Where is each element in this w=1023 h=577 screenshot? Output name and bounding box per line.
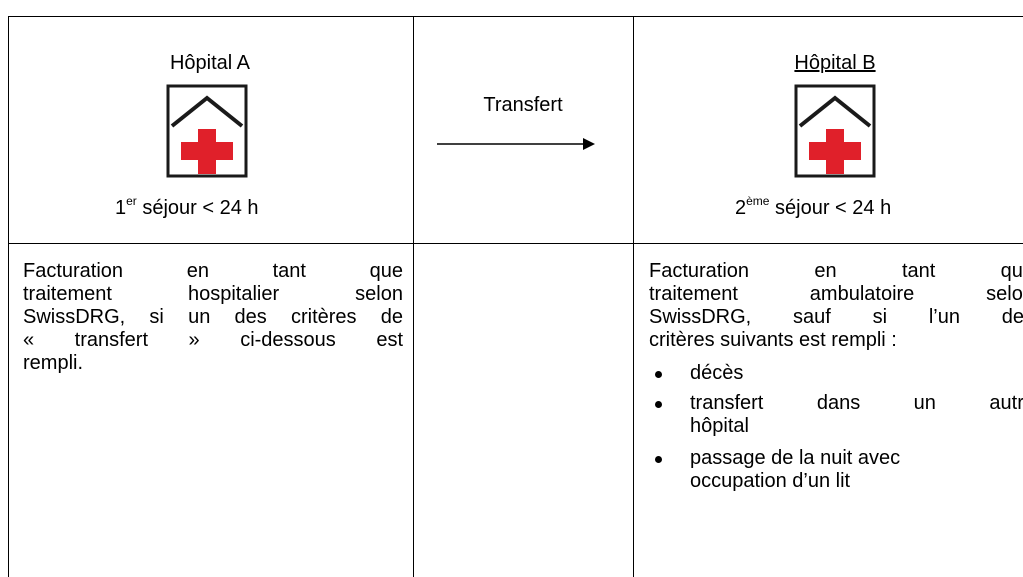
transfer-label: Transfert	[483, 94, 563, 116]
billing-b-line: SwissDRG, sauf si l’un des	[649, 306, 1023, 328]
billing-b-line: Facturation en tant que	[649, 260, 1023, 282]
hospital-a-stay: 1er séjour < 24 h	[115, 194, 259, 219]
table-border-top	[8, 16, 1023, 17]
bullet-icon	[655, 371, 662, 378]
column-divider-1	[413, 16, 414, 577]
bullet-icon	[655, 401, 662, 408]
hospital-icon	[794, 84, 876, 178]
arrow-right-icon	[437, 138, 595, 150]
billing-a-line: « transfert » ci-dessous est	[23, 329, 403, 351]
criterion-text-continued: hôpital	[690, 415, 749, 437]
hospital-b-title: Hôpital B	[794, 52, 876, 74]
billing-a-line: SwissDRG, si un des critères de	[23, 306, 403, 328]
list-item: décès	[645, 362, 1023, 385]
criteria-list: décès transfert dans un autre hôpital pa…	[645, 362, 1023, 500]
criterion-text: passage de la nuit avec	[690, 447, 901, 469]
criterion-text-continued: occupation d’un lit	[690, 470, 851, 492]
criterion-text: décès	[690, 362, 744, 384]
billing-b-line: traitement ambulatoire selon	[649, 283, 1023, 305]
table-border-left	[8, 16, 9, 577]
hospital-b-stay: 2ème séjour < 24 h	[735, 194, 892, 219]
column-divider-2	[633, 16, 634, 577]
billing-a-line: traitement hospitalier selon	[23, 283, 403, 305]
billing-a-line: Facturation en tant que	[23, 260, 403, 282]
billing-a-line: rempli.	[23, 352, 84, 374]
list-item: transfert dans un autre hôpital	[645, 392, 1023, 438]
list-item: passage de la nuit avec occupation d’un …	[645, 447, 1023, 493]
hospital-a-title: Hôpital A	[169, 52, 251, 74]
bullet-icon	[655, 456, 662, 463]
criterion-text: transfert dans un autre	[690, 392, 1023, 414]
row-divider	[8, 243, 1023, 244]
hospital-icon	[166, 84, 248, 178]
billing-b-line: critères suivants est rempli :	[649, 329, 897, 351]
